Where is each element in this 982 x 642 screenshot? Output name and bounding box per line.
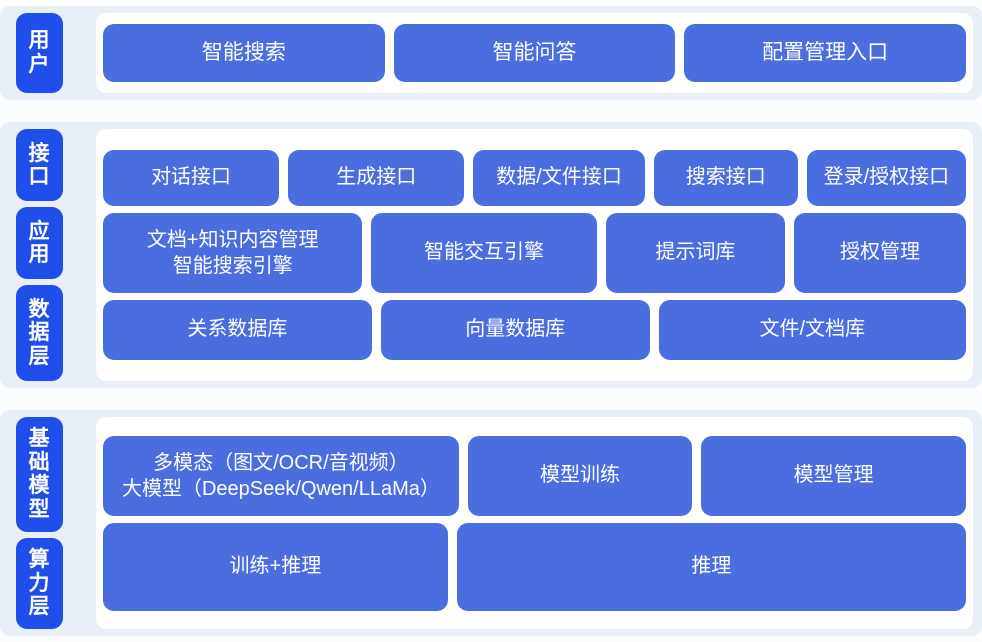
layer-label-compute: 算力层 [16, 537, 63, 630]
layer-label-data-text: 数据层 [28, 297, 51, 368]
box-multimodal-large-model[interactable]: 多模态（图文/OCR/音视频） 大模型（DeepSeek/Qwen/LLaMa） [103, 435, 459, 516]
row-interface: 对话接口 生成接口 数据/文件接口 搜索接口 登录/授权接口 [103, 150, 966, 206]
box-relational-database[interactable]: 关系数据库 [103, 300, 372, 360]
box-login-auth-interface[interactable]: 登录/授权接口 [806, 150, 966, 206]
section-base-content: 多模态（图文/OCR/音视频） 大模型（DeepSeek/Qwen/LLaMa）… [96, 417, 973, 629]
section-user-content: 智能搜索 智能问答 配置管理入口 [96, 13, 973, 93]
box-intelligent-qa[interactable]: 智能问答 [393, 24, 676, 82]
box-search-interface[interactable]: 搜索接口 [653, 150, 798, 206]
layer-label-column-middle: 接口 应用 数据层 [16, 129, 63, 381]
box-vector-database[interactable]: 向量数据库 [380, 300, 650, 360]
box-generation-interface[interactable]: 生成接口 [288, 150, 465, 206]
row-compute: 训练+推理 推理 [103, 522, 966, 611]
section-middle-layers: 接口 应用 数据层 对话接口 生成接口 数据/文件接口 搜索接口 登录/授权接口… [0, 122, 982, 388]
box-authorization-management[interactable]: 授权管理 [794, 213, 966, 293]
row-base-model: 多模态（图文/OCR/音视频） 大模型（DeepSeek/Qwen/LLaMa）… [103, 435, 966, 516]
layer-label-compute-text: 算力层 [28, 548, 51, 619]
layer-label-column-user: 用户 [16, 13, 63, 93]
row-user-entries: 智能搜索 智能问答 配置管理入口 [103, 24, 967, 82]
box-prompt-library[interactable]: 提示词库 [605, 213, 786, 293]
section-user-layer: 用户 智能搜索 智能问答 配置管理入口 [0, 6, 982, 100]
layer-label-interface-text: 接口 [28, 141, 51, 189]
box-dialog-interface[interactable]: 对话接口 [103, 150, 280, 206]
box-model-management[interactable]: 模型管理 [701, 435, 966, 516]
section-base-layers: 基础模型 算力层 多模态（图文/OCR/音视频） 大模型（DeepSeek/Qw… [0, 410, 982, 636]
row-data: 关系数据库 向量数据库 文件/文档库 [103, 300, 966, 360]
box-intelligent-interaction-engine[interactable]: 智能交互引擎 [371, 213, 597, 293]
layer-label-base-model-text: 基础模型 [28, 427, 51, 521]
layer-label-interface: 接口 [16, 129, 63, 202]
layer-label-user-text: 用户 [28, 29, 51, 76]
box-training-and-inference[interactable]: 训练+推理 [103, 522, 448, 611]
box-doc-knowledge-management[interactable]: 文档+知识内容管理 智能搜索引擎 [103, 213, 363, 293]
layer-label-user: 用户 [16, 13, 63, 93]
box-file-document-store[interactable]: 文件/文档库 [658, 300, 966, 360]
box-intelligent-search[interactable]: 智能搜索 [103, 24, 385, 82]
layer-label-column-base: 基础模型 算力层 [16, 417, 63, 630]
row-application: 文档+知识内容管理 智能搜索引擎 智能交互引擎 提示词库 授权管理 [103, 213, 966, 293]
layer-label-data: 数据层 [16, 285, 63, 381]
layer-label-base-model: 基础模型 [16, 417, 63, 532]
layer-label-application: 应用 [16, 207, 63, 280]
box-config-management-entry[interactable]: 配置管理入口 [684, 24, 967, 82]
box-inference[interactable]: 推理 [456, 522, 966, 611]
box-data-file-interface[interactable]: 数据/文件接口 [473, 150, 645, 206]
layer-label-application-text: 应用 [28, 219, 51, 267]
box-model-training[interactable]: 模型训练 [467, 435, 693, 516]
section-middle-content: 对话接口 生成接口 数据/文件接口 搜索接口 登录/授权接口 文档+知识内容管理… [96, 129, 973, 381]
